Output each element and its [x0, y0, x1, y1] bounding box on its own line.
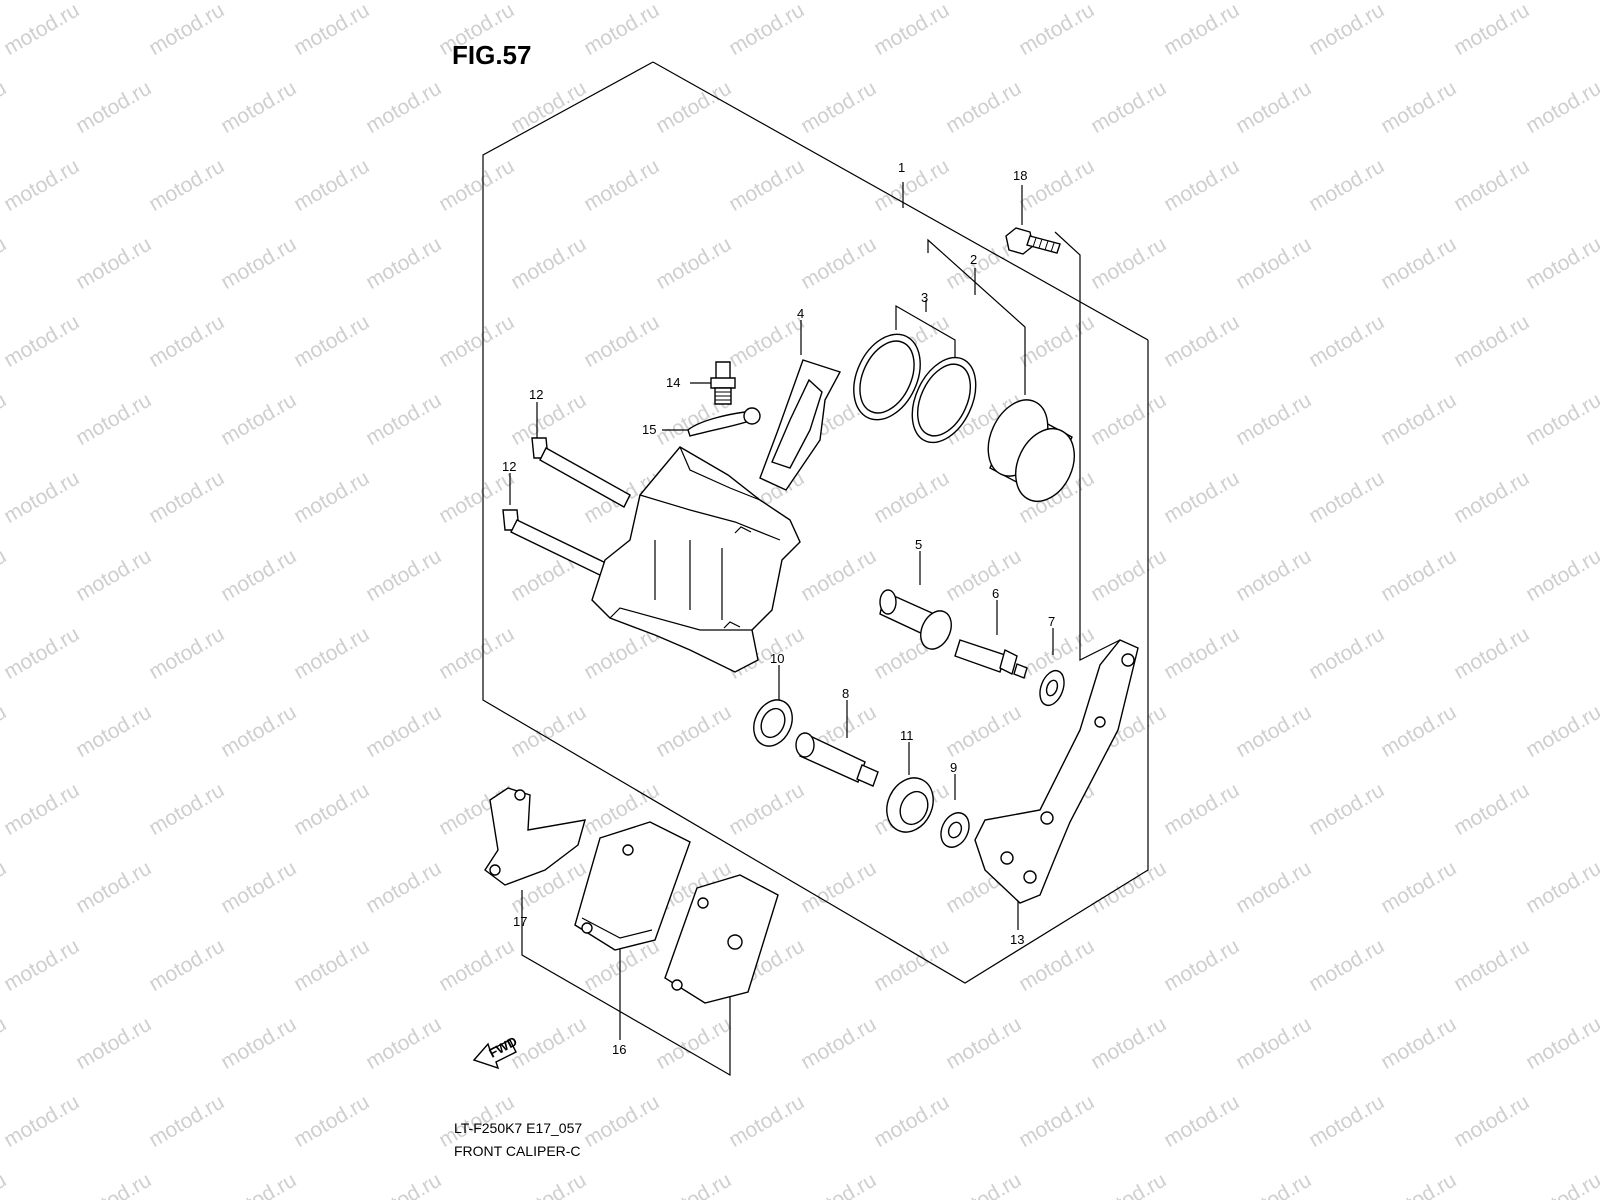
part-6-pin-bolt [954, 639, 1028, 679]
callout-5: 5 [915, 537, 922, 552]
callout-15: 15 [642, 422, 656, 437]
part-5-sleeve [879, 589, 952, 650]
callout-11: 11 [900, 728, 914, 743]
part-3-seal-rings [853, 333, 977, 444]
callout-16: 16 [612, 1042, 626, 1057]
part-11-boot [886, 777, 934, 833]
part-10-boot [753, 699, 793, 747]
callout-12-upper: 12 [529, 387, 543, 402]
part-9-washer [940, 812, 970, 848]
part-17-pad-shim [484, 787, 586, 886]
callout-8: 8 [842, 686, 849, 701]
callout-4: 4 [797, 306, 804, 321]
callout-12-lower: 12 [502, 459, 516, 474]
leader-lines [509, 182, 1121, 1077]
callout-2: 2 [970, 252, 977, 267]
part-1-caliper-body [591, 446, 801, 673]
callout-18: 18 [1013, 168, 1027, 183]
callout-14: 14 [666, 375, 680, 390]
callout-10: 10 [770, 651, 784, 666]
part-18-bolt [1005, 227, 1061, 255]
callout-labels: 1 2 3 4 5 6 7 8 9 10 11 12 12 13 14 15 1… [502, 160, 1055, 1057]
part-12-slide-pins [502, 437, 631, 579]
part-16-brake-pads [574, 821, 779, 1004]
fwd-direction-marker: FWD [472, 1034, 520, 1070]
section-name: FRONT CALIPER-C [454, 1143, 581, 1159]
callout-6: 6 [992, 586, 999, 601]
callout-17: 17 [513, 914, 527, 929]
callout-1: 1 [898, 160, 905, 175]
callout-9: 9 [950, 760, 957, 775]
callout-3: 3 [921, 290, 928, 305]
model-code: LT-F250K7 E17_057 [454, 1120, 583, 1136]
callout-13: 13 [1010, 932, 1024, 947]
part-15-cap [687, 407, 761, 437]
figure-title: FIG.57 [452, 40, 532, 70]
part-8-slide-pin [795, 732, 879, 787]
assembly-outline [482, 61, 1149, 984]
part-7-washer [1039, 669, 1065, 707]
part-4-pad-spring [759, 359, 842, 491]
assembly-outline-inner [652, 61, 1149, 341]
part-13-bracket [974, 639, 1139, 904]
callout-7: 7 [1048, 614, 1055, 629]
part-2-piston [987, 399, 1075, 502]
part-14-bleeder [710, 361, 736, 405]
